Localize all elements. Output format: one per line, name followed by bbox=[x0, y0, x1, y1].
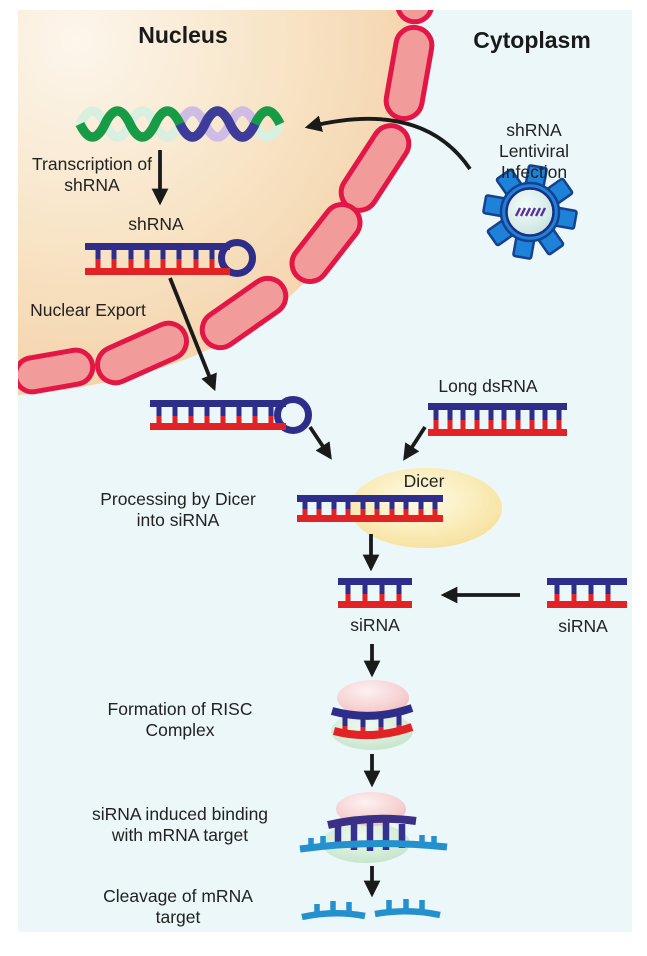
nuclear-export-label: Nuclear Export bbox=[30, 300, 146, 320]
risc-formation-label: Formation of RISC Complex bbox=[107, 699, 253, 740]
sirna-left-label: siRNA bbox=[350, 615, 400, 635]
shrna-hairpin-cytoplasm-icon bbox=[150, 396, 312, 434]
flow-arrows bbox=[151, 115, 520, 898]
nucleus-region bbox=[18, 10, 411, 395]
transcription-label: Transcription of shRNA bbox=[32, 154, 152, 195]
nuclear-export-arrow bbox=[168, 277, 217, 392]
mrna-cleavage-label: Cleavage of mRNA target bbox=[103, 886, 253, 927]
sirna-duplex-icon bbox=[338, 578, 412, 608]
infection-arrow bbox=[304, 115, 472, 171]
risc-complex-icon bbox=[330, 680, 414, 750]
cleaved-mrna-icon bbox=[301, 899, 441, 921]
diagram-canvas: Nucleus Cytoplasm Transcription of shRNA… bbox=[18, 10, 632, 932]
dicer-label: Dicer bbox=[403, 471, 445, 491]
cytoplasm-region-label: Cytoplasm bbox=[473, 27, 591, 53]
lentivirus-icon bbox=[482, 164, 578, 260]
long-dsrna-icon bbox=[428, 403, 567, 436]
shrna-hairpin-icon bbox=[85, 239, 256, 277]
mrna-binding-label: siRNA induced binding with mRNA target bbox=[91, 804, 269, 845]
viral-rna-icon bbox=[514, 207, 547, 217]
shrna-label: shRNA bbox=[128, 214, 184, 234]
dna-helix-icon bbox=[75, 106, 285, 142]
lentiviral-infection-label: shRNA Lentiviral Infection bbox=[498, 120, 570, 182]
diagram-graphics bbox=[18, 10, 627, 921]
nuclear-membrane bbox=[18, 10, 439, 395]
sirna-duplex-icon bbox=[547, 578, 627, 608]
nucleus-region-label: Nucleus bbox=[138, 22, 228, 48]
mrna-strand-icon bbox=[299, 839, 448, 853]
dicer-enzyme-icon bbox=[297, 468, 502, 548]
long-dsrna-label: Long dsRNA bbox=[438, 376, 538, 396]
risc-mrna-binding-icon bbox=[299, 792, 448, 863]
sirna-right-label: siRNA bbox=[558, 616, 608, 636]
dsrna-to-dicer-arrow bbox=[403, 425, 427, 461]
processing-label: Processing by Dicer into siRNA bbox=[100, 489, 256, 530]
hairpin-to-dicer-arrow bbox=[308, 425, 332, 460]
